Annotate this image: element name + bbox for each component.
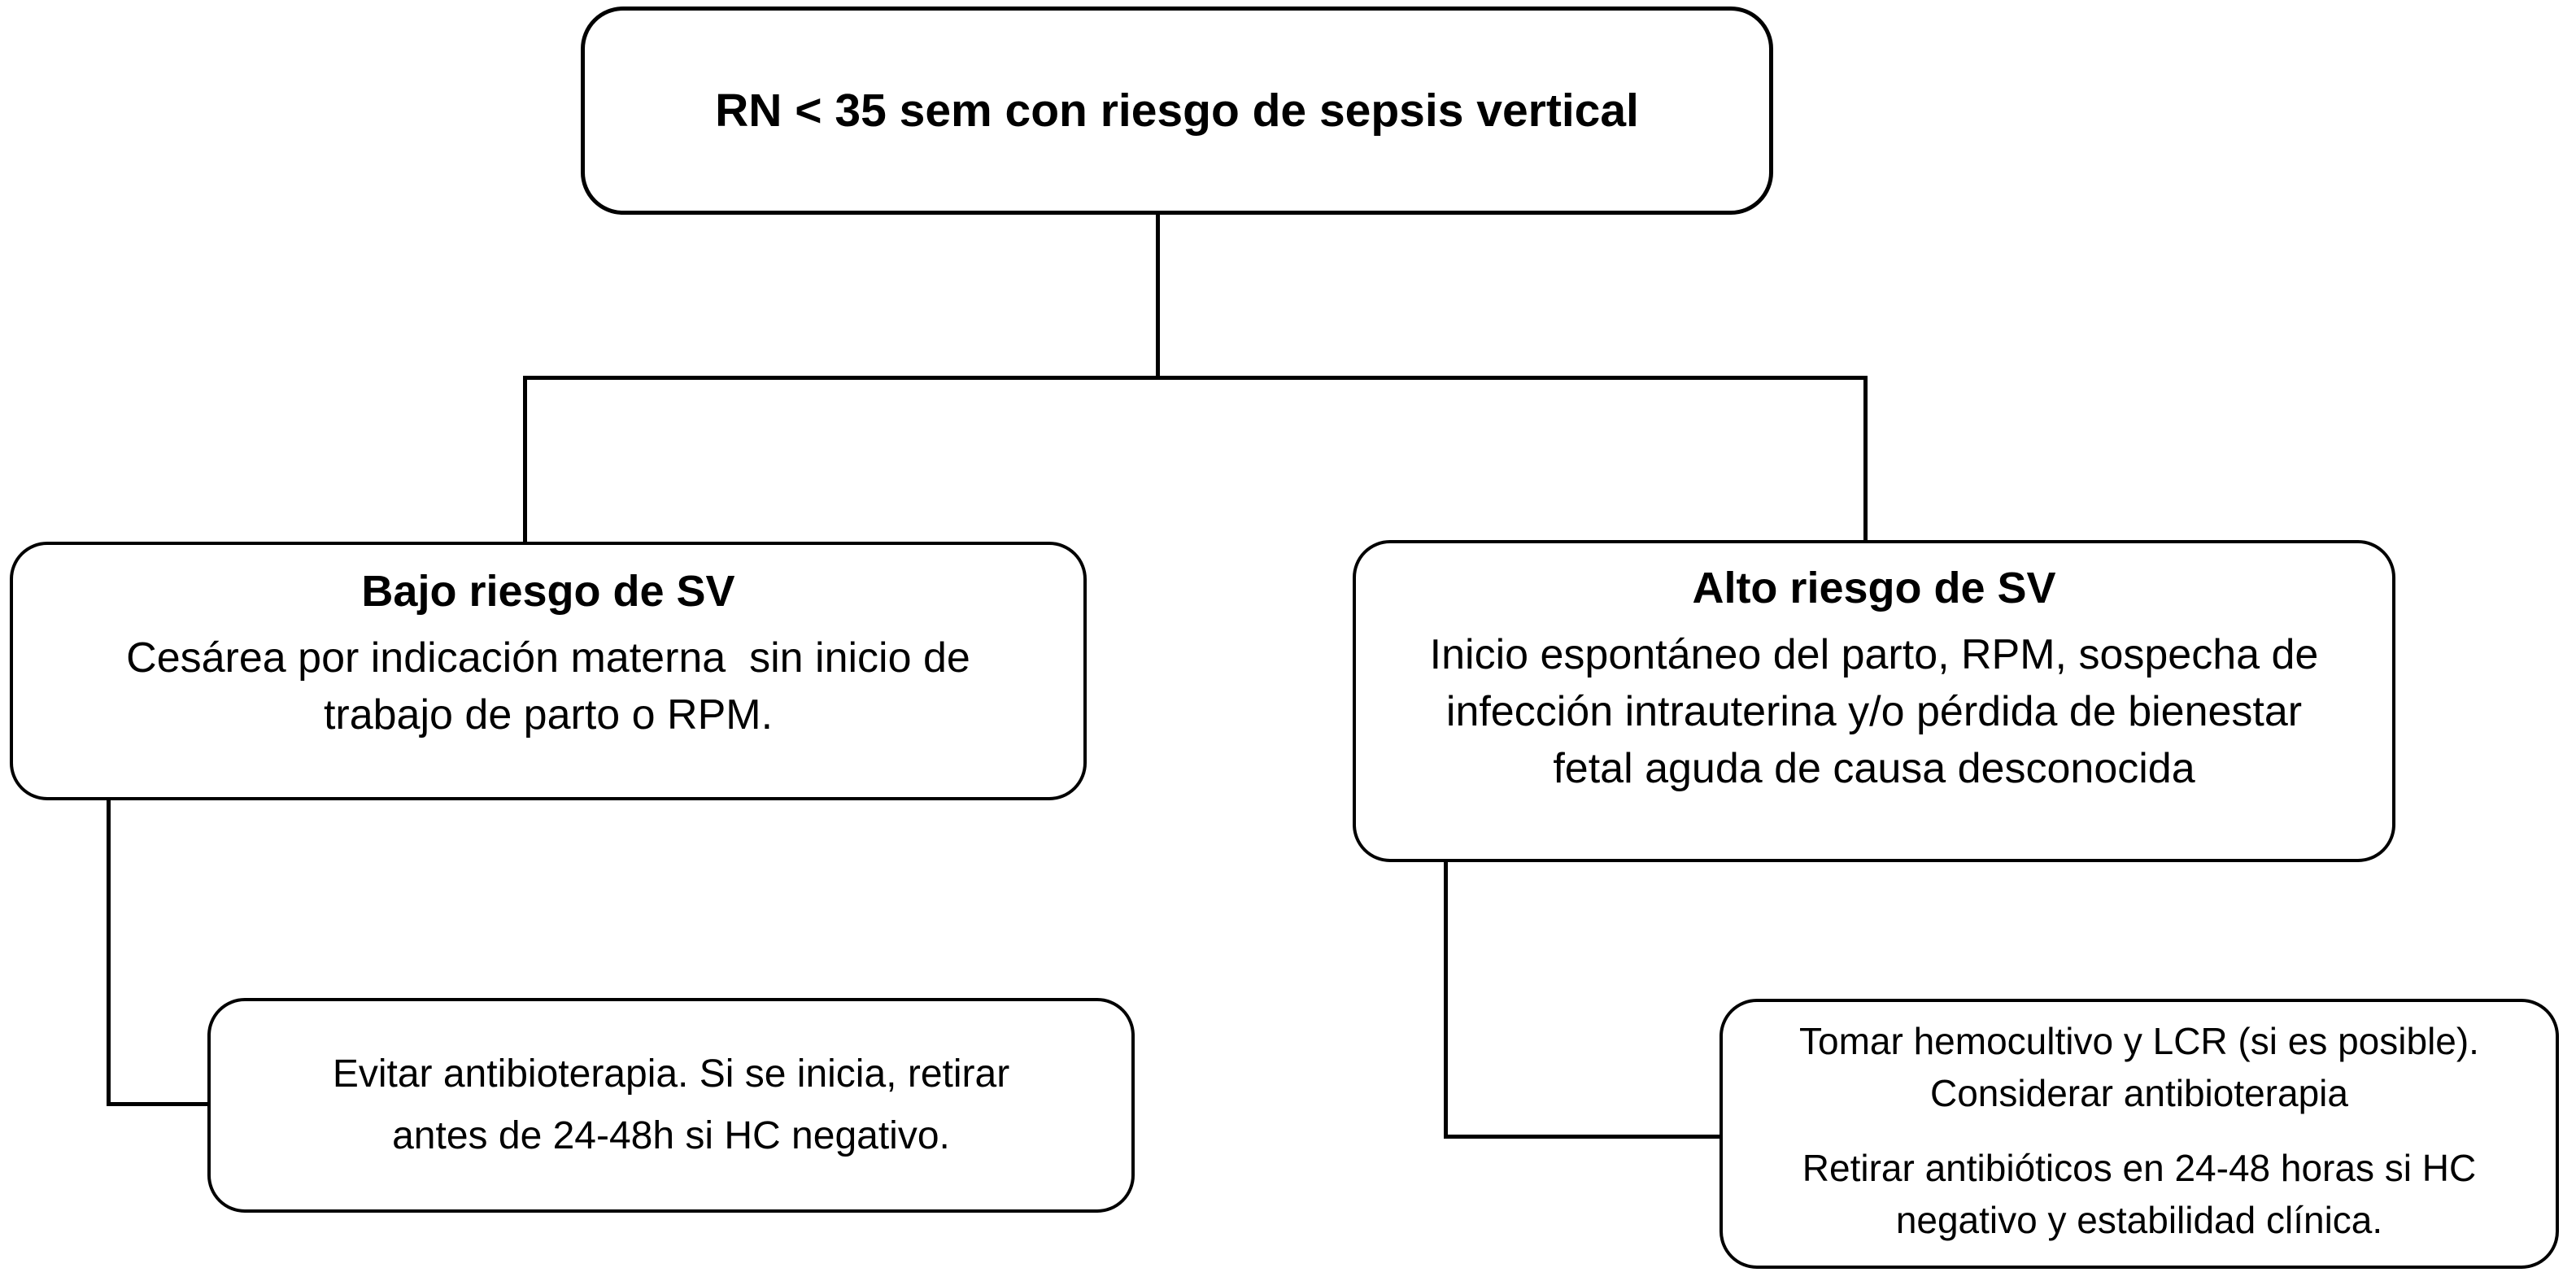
connector-low-risk-drop xyxy=(523,376,527,545)
connector-low-action-drop xyxy=(107,799,111,1106)
low-risk-node-title: Bajo riesgo de SV xyxy=(361,567,735,616)
connector-high-risk-drop xyxy=(1863,376,1868,543)
high-risk-action-body-1: Tomar hemocultivo y LCR (si es posible).… xyxy=(1799,1020,2479,1114)
connector-high-action-arm xyxy=(1444,1135,1723,1139)
high-risk-node: Alto riesgo de SV Inicio espontáneo del … xyxy=(1353,540,2395,862)
high-risk-node-title: Alto riesgo de SV xyxy=(1692,564,2056,612)
root-node-title: RN < 35 sem con riesgo de sepsis vertica… xyxy=(715,85,1639,137)
high-risk-action-node: Tomar hemocultivo y LCR (si es posible).… xyxy=(1720,999,2559,1269)
low-risk-action-body: Evitar antibioterapia. Si se inicia, ret… xyxy=(332,1052,1010,1157)
high-risk-node-body: Inicio espontáneo del parto, RPM, sospec… xyxy=(1429,631,2319,792)
connector-low-action-arm xyxy=(107,1102,211,1106)
root-node: RN < 35 sem con riesgo de sepsis vertica… xyxy=(581,7,1773,215)
high-risk-action-body-2: Retirar antibióticos en 24-48 horas si H… xyxy=(1802,1147,2477,1241)
low-risk-action-node: Evitar antibioterapia. Si se inicia, ret… xyxy=(207,998,1135,1213)
low-risk-node: Bajo riesgo de SV Cesárea por indicación… xyxy=(10,542,1087,800)
connector-high-action-drop xyxy=(1444,861,1448,1139)
low-risk-node-body: Cesárea por indicación materna sin inici… xyxy=(126,634,970,739)
connector-branch-bar xyxy=(523,376,1868,380)
connector-root-stem xyxy=(1156,213,1160,379)
